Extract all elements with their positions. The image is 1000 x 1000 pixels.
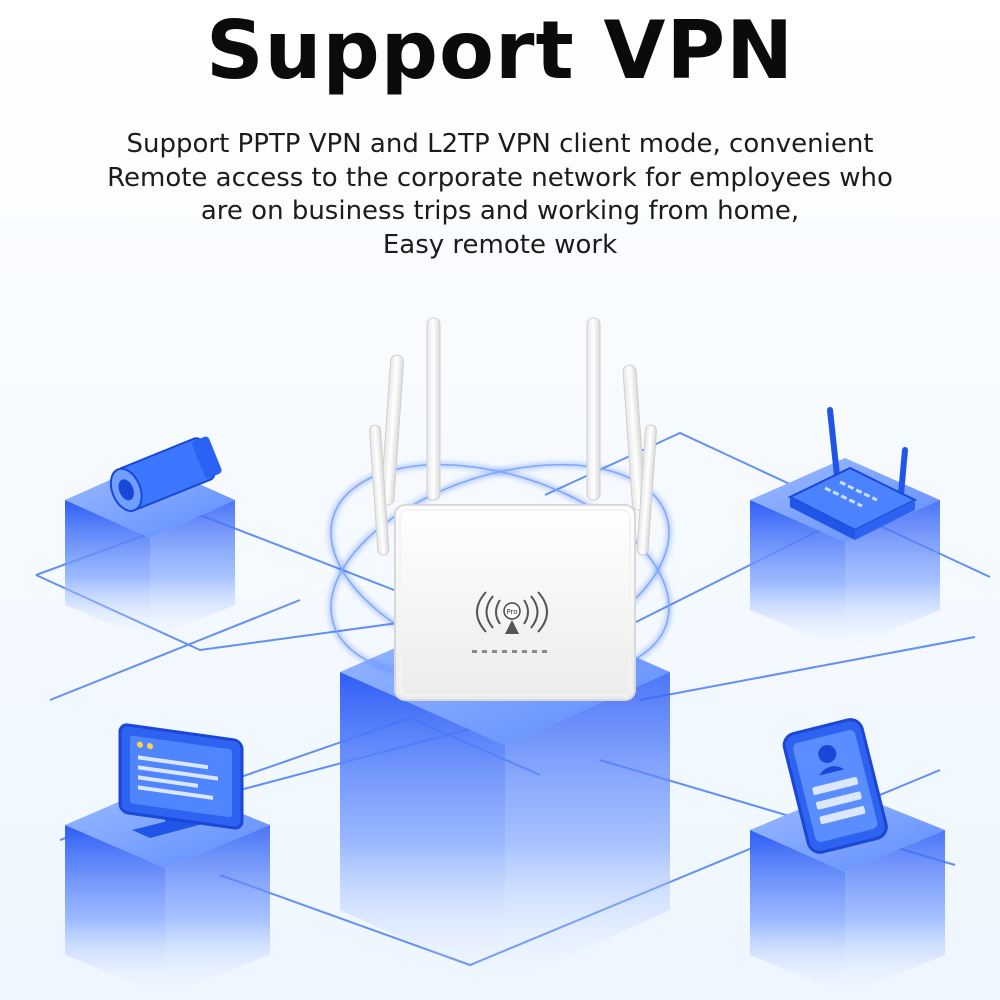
line-left-c	[49, 599, 301, 701]
description-line-2: Remote access to the corporate network f…	[107, 162, 893, 193]
line-right-c	[639, 636, 976, 701]
cube-bottom-left	[65, 782, 270, 995]
description: Support PPTP VPN and L2TP VPN client mod…	[60, 128, 940, 262]
description-line-1: Support PPTP VPN and L2TP VPN client mod…	[126, 129, 874, 159]
router-antennas	[369, 317, 657, 556]
router-signal-icon	[476, 591, 548, 633]
router-led-row	[472, 650, 547, 653]
security-camera-icon	[109, 436, 222, 512]
router-badge-text: Pro	[506, 608, 517, 616]
description-line-3: are on business trips and working from h…	[200, 196, 800, 226]
page-title: Support VPN	[205, 4, 795, 97]
desktop-monitor-icon	[118, 723, 244, 838]
mobile-phone-icon	[782, 718, 888, 854]
network-switch-icon	[787, 407, 918, 540]
wifi-router-icon: Pro	[369, 317, 657, 701]
description-line-4: Easy remote work	[382, 229, 618, 260]
